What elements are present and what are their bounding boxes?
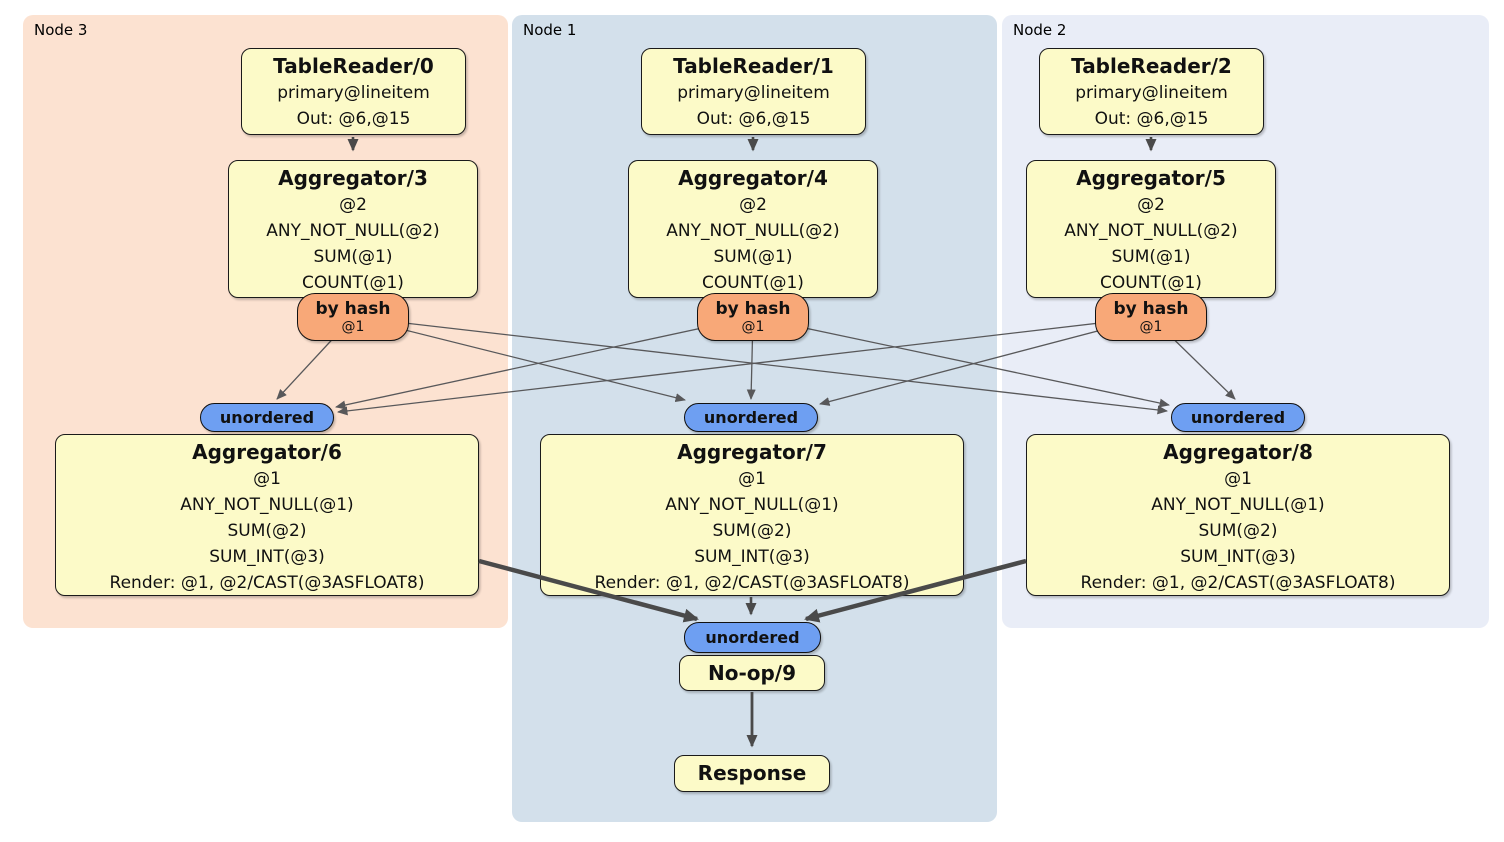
box-line: primary@lineitem bbox=[677, 83, 830, 103]
node-region-label: Node 3 bbox=[34, 21, 88, 39]
router-by-hash: by hash @1 bbox=[1095, 293, 1207, 341]
box-line: COUNT(@1) bbox=[1100, 273, 1202, 293]
box-title: TableReader/0 bbox=[273, 54, 434, 78]
router-label: by hash bbox=[715, 298, 791, 319]
box-line: Out: @6,@15 bbox=[296, 109, 411, 129]
tablereader-1-box: TableReader/1 primary@lineitem Out: @6,@… bbox=[641, 48, 866, 135]
tablereader-2-box: TableReader/2 primary@lineitem Out: @6,@… bbox=[1039, 48, 1264, 135]
sync-unordered: unordered bbox=[200, 403, 334, 432]
box-line: SUM(@2) bbox=[1198, 521, 1278, 541]
box-title: No-op/9 bbox=[707, 660, 797, 685]
box-line: Out: @6,@15 bbox=[1094, 109, 1209, 129]
box-line: ANY_NOT_NULL(@1) bbox=[180, 495, 354, 515]
box-line: ANY_NOT_NULL(@1) bbox=[1151, 495, 1325, 515]
aggregator-3-box: Aggregator/3 @2 ANY_NOT_NULL(@2) SUM(@1)… bbox=[228, 160, 478, 298]
box-title: Aggregator/5 bbox=[1076, 166, 1226, 190]
box-title: Aggregator/8 bbox=[1163, 440, 1313, 464]
box-line: ANY_NOT_NULL(@1) bbox=[665, 495, 839, 515]
router-by-hash: by hash @1 bbox=[297, 293, 409, 341]
box-line: Render: @1, @2/CAST(@3ASFLOAT8) bbox=[594, 573, 910, 593]
box-line: SUM(@2) bbox=[227, 521, 307, 541]
box-line: @2 bbox=[339, 195, 367, 215]
box-line: @2 bbox=[739, 195, 767, 215]
aggregator-4-box: Aggregator/4 @2 ANY_NOT_NULL(@2) SUM(@1)… bbox=[628, 160, 878, 298]
sync-unordered: unordered bbox=[684, 403, 818, 432]
box-line: @1 bbox=[1224, 469, 1252, 489]
box-line: SUM(@1) bbox=[713, 247, 793, 267]
sync-unordered: unordered bbox=[1171, 403, 1305, 432]
router-detail: @1 bbox=[1139, 318, 1163, 335]
node-region-label: Node 1 bbox=[523, 21, 577, 39]
box-line: SUM_INT(@3) bbox=[694, 547, 810, 567]
box-line: ANY_NOT_NULL(@2) bbox=[266, 221, 440, 241]
box-line: ANY_NOT_NULL(@2) bbox=[666, 221, 840, 241]
box-title: Aggregator/4 bbox=[678, 166, 828, 190]
box-line: @2 bbox=[1137, 195, 1165, 215]
box-title: Aggregator/6 bbox=[192, 440, 342, 464]
tablereader-0-box: TableReader/0 primary@lineitem Out: @6,@… bbox=[241, 48, 466, 135]
router-detail: @1 bbox=[741, 318, 765, 335]
node-region-label: Node 2 bbox=[1013, 21, 1067, 39]
aggregator-7-box: Aggregator/7 @1 ANY_NOT_NULL(@1) SUM(@2)… bbox=[540, 434, 964, 596]
box-line: SUM(@1) bbox=[1111, 247, 1191, 267]
box-line: SUM_INT(@3) bbox=[1180, 547, 1296, 567]
box-line: COUNT(@1) bbox=[302, 273, 404, 293]
box-line: @1 bbox=[253, 469, 281, 489]
box-title: Aggregator/3 bbox=[278, 166, 428, 190]
router-label: by hash bbox=[315, 298, 391, 319]
box-title: TableReader/2 bbox=[1071, 54, 1232, 78]
box-line: Out: @6,@15 bbox=[696, 109, 811, 129]
noop-9-box: No-op/9 bbox=[679, 655, 825, 691]
router-by-hash: by hash @1 bbox=[697, 293, 809, 341]
box-line: primary@lineitem bbox=[277, 83, 430, 103]
router-label: by hash bbox=[1113, 298, 1189, 319]
box-line: SUM(@1) bbox=[313, 247, 393, 267]
box-line: COUNT(@1) bbox=[702, 273, 804, 293]
aggregator-6-box: Aggregator/6 @1 ANY_NOT_NULL(@1) SUM(@2)… bbox=[55, 434, 479, 596]
box-line: SUM_INT(@3) bbox=[209, 547, 325, 567]
aggregator-8-box: Aggregator/8 @1 ANY_NOT_NULL(@1) SUM(@2)… bbox=[1026, 434, 1450, 596]
box-title: Response bbox=[697, 761, 807, 785]
response-box: Response bbox=[674, 755, 830, 792]
sync-unordered-final: unordered bbox=[684, 622, 821, 653]
aggregator-5-box: Aggregator/5 @2 ANY_NOT_NULL(@2) SUM(@1)… bbox=[1026, 160, 1276, 298]
box-line: Render: @1, @2/CAST(@3ASFLOAT8) bbox=[1080, 573, 1396, 593]
box-line: @1 bbox=[738, 469, 766, 489]
box-line: primary@lineitem bbox=[1075, 83, 1228, 103]
box-line: ANY_NOT_NULL(@2) bbox=[1064, 221, 1238, 241]
router-detail: @1 bbox=[341, 318, 365, 335]
box-line: Render: @1, @2/CAST(@3ASFLOAT8) bbox=[109, 573, 425, 593]
box-line: SUM(@2) bbox=[712, 521, 792, 541]
box-title: Aggregator/7 bbox=[677, 440, 827, 464]
box-title: TableReader/1 bbox=[673, 54, 834, 78]
